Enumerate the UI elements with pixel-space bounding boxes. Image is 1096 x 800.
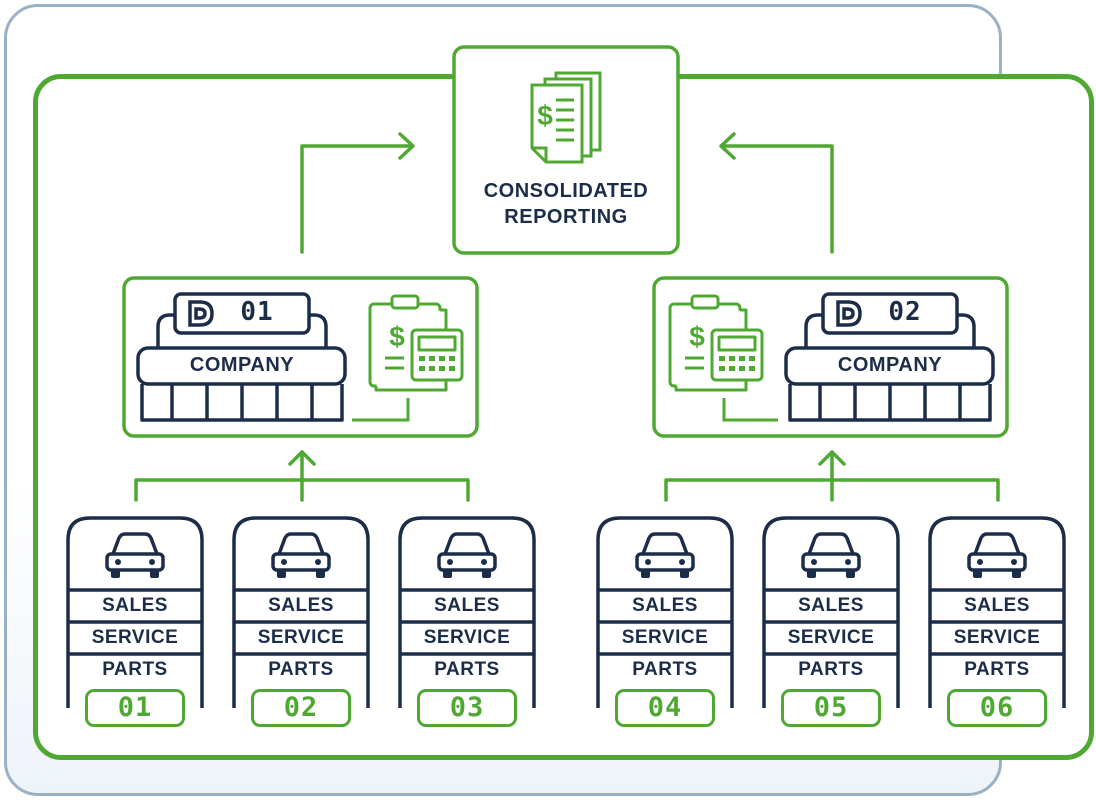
store-sales-label: SALES — [964, 595, 1030, 616]
calculator-icon — [710, 328, 764, 382]
store-tile-1 — [66, 516, 204, 708]
dealer-logo-icon — [188, 300, 214, 327]
dealer-logo-icon — [836, 300, 862, 327]
store-parts-label: PARTS — [964, 659, 1030, 680]
store-parts-label: PARTS — [632, 659, 698, 680]
store-sales-label: SALES — [434, 595, 500, 616]
store-service-label: SERVICE — [91, 627, 179, 648]
store-sales-label: SALES — [798, 595, 864, 616]
report-documents-icon: $ — [530, 71, 602, 164]
store-service-label: SERVICE — [423, 627, 511, 648]
store-service-label: SERVICE — [953, 627, 1041, 648]
store-parts-label: PARTS — [434, 659, 500, 680]
store-tile-2 — [232, 516, 370, 708]
store-tile-4 — [596, 516, 734, 708]
report-title-line2: REPORTING — [504, 206, 628, 228]
company-connector-2 — [722, 398, 778, 422]
store-number-badge: 04 — [615, 689, 715, 727]
company-label-2: COMPANY — [837, 354, 943, 376]
store-number-badge: 06 — [947, 689, 1047, 727]
store-sales-label: SALES — [268, 595, 334, 616]
arrow-icon — [134, 450, 1000, 502]
store-number-badge: 03 — [417, 689, 517, 727]
arrow-icon — [300, 132, 834, 254]
store-service-label: SERVICE — [257, 627, 345, 648]
store-sales-label: SALES — [632, 595, 698, 616]
calculator-icon — [410, 328, 464, 382]
store-number-badge: 01 — [85, 689, 185, 727]
svg-text:$: $ — [689, 321, 705, 352]
store-tile-6 — [928, 516, 1066, 708]
store-parts-label: PARTS — [102, 659, 168, 680]
report-title-line1: CONSOLIDATED — [483, 180, 649, 202]
store-tile-3 — [398, 516, 536, 708]
company-connector-1 — [352, 398, 410, 422]
store-sales-label: SALES — [102, 595, 168, 616]
store-number-badge: 02 — [251, 689, 351, 727]
svg-text:$: $ — [537, 100, 553, 131]
store-service-label: SERVICE — [621, 627, 709, 648]
svg-text:$: $ — [389, 321, 405, 352]
company-number-2: 02 — [888, 297, 922, 327]
company-number-1: 01 — [240, 297, 274, 327]
store-number-badge: 05 — [781, 689, 881, 727]
store-service-label: SERVICE — [787, 627, 875, 648]
store-parts-label: PARTS — [268, 659, 334, 680]
company-label-1: COMPANY — [189, 354, 295, 376]
store-parts-label: PARTS — [798, 659, 864, 680]
store-tile-5 — [762, 516, 900, 708]
